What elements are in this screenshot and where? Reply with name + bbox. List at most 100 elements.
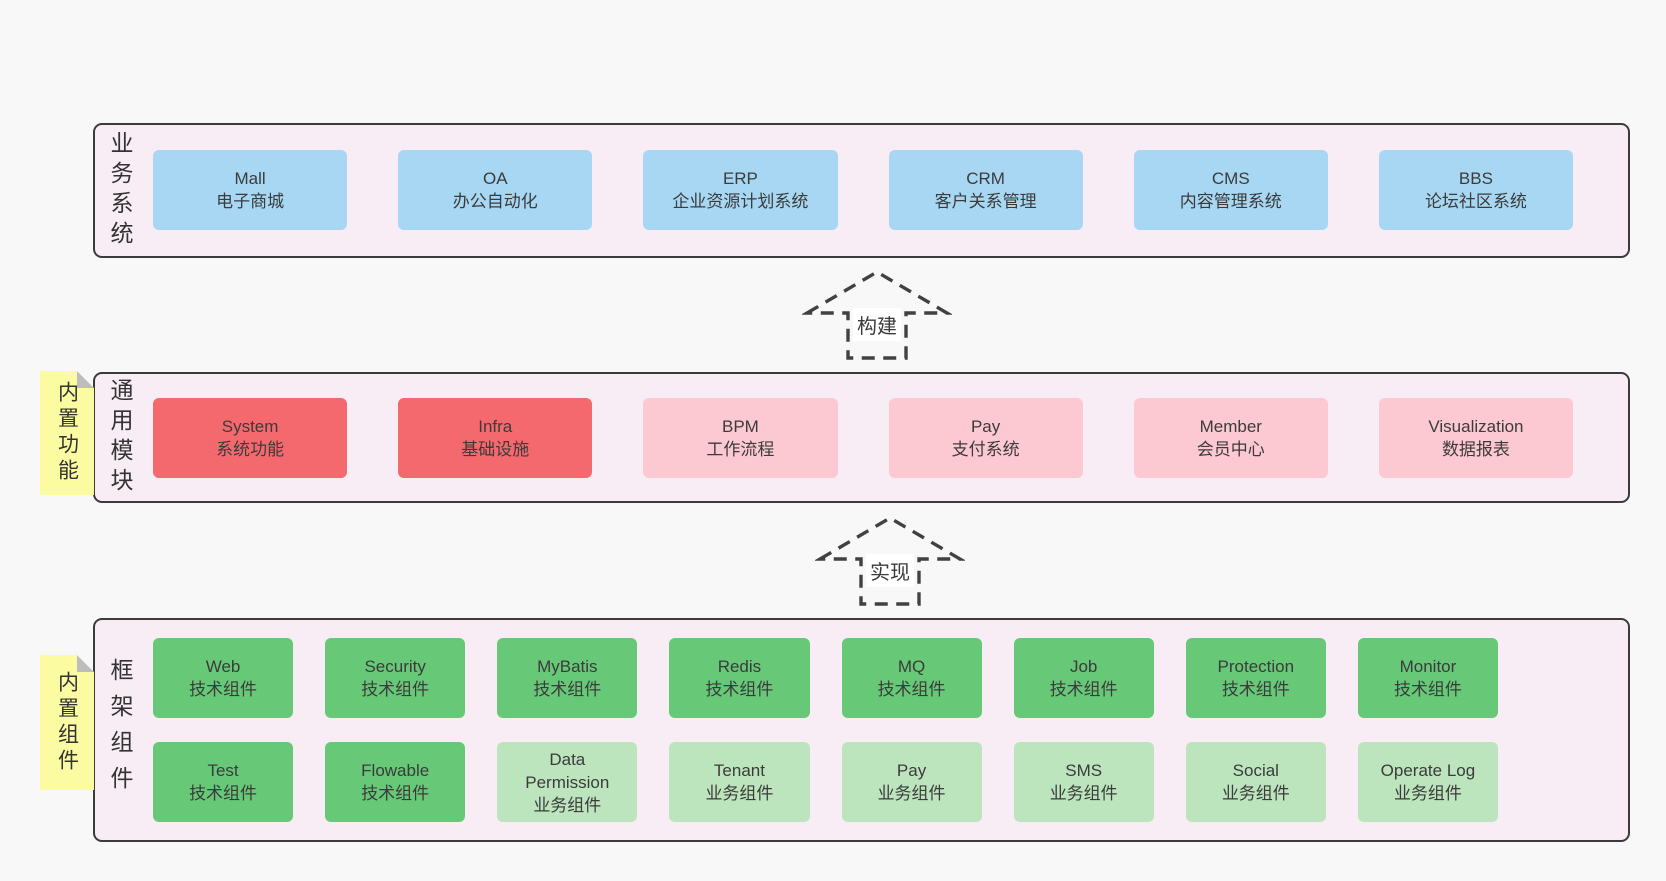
layer-common-modules-label: 通用模块	[107, 377, 133, 498]
box-name: Flowable	[361, 761, 430, 780]
box-desc: 电子商城	[216, 192, 285, 211]
box-pay: Pay 业务组件	[841, 742, 982, 822]
box-name: Security	[364, 657, 426, 676]
up-arrow-icon	[815, 516, 965, 606]
box-name: OA	[482, 169, 508, 188]
box-desc: 会员中心	[1196, 440, 1265, 459]
box-desc: 技术组件	[361, 784, 430, 803]
box-name: Visualization	[1428, 417, 1524, 436]
build-arrow: 构建	[802, 266, 952, 362]
diagram-row: Mall 电子商城 OA 办公自动化 ERP 企业资源计划系统 CRM 客户关系…	[153, 150, 1574, 230]
box-operate-log: Operate Log 业务组件	[1357, 742, 1498, 822]
box-desc: 业务组件	[1049, 784, 1118, 803]
up-arrow-icon	[802, 270, 952, 360]
box-mybatis: MyBatis 技术组件	[497, 638, 638, 718]
box-web: Web 技术组件	[153, 638, 294, 718]
box-name: Operate Log	[1380, 761, 1476, 780]
box-desc: 业务组件	[1221, 784, 1290, 803]
box-desc: 业务组件	[877, 784, 946, 803]
box-desc: 技术组件	[1049, 680, 1118, 699]
layer-business-systems-rows: Mall 电子商城 OA 办公自动化 ERP 企业资源计划系统 CRM 客户关系…	[153, 150, 1574, 230]
box-tenant: Tenant 业务组件	[669, 742, 810, 822]
box-erp: ERP 企业资源计划系统	[643, 150, 838, 230]
box-desc: 技术组件	[361, 680, 430, 699]
build-arrow-label: 构建	[853, 308, 901, 341]
box-name: MQ	[897, 657, 926, 676]
box-desc: 技术组件	[1393, 680, 1462, 699]
note-folded-corner-icon	[77, 371, 94, 388]
diagram-row: Test 技术组件 Flowable 技术组件 Data Permission …	[153, 742, 1498, 822]
box-test: Test 技术组件	[153, 742, 294, 822]
layer-framework-components-label: 框架组件	[107, 658, 133, 802]
box-desc: 技术组件	[189, 784, 258, 803]
box-visualization: Visualization 数据报表	[1378, 398, 1574, 478]
box-name: BPM	[722, 417, 759, 436]
box-social: Social 业务组件	[1185, 742, 1326, 822]
box-name: Protection	[1217, 657, 1295, 676]
box-bpm: BPM 工作流程	[643, 398, 838, 478]
layer-business-systems: 业务系统 Mall 电子商城 OA 办公自动化 ERP 企业资源计划系统 CRM…	[93, 123, 1630, 258]
box-infra: Infra 基础设施	[398, 398, 593, 478]
box-name: BBS	[1458, 169, 1493, 188]
box-desc: 业务组件	[705, 784, 774, 803]
box-name: System	[221, 417, 279, 436]
box-name: Monitor	[1399, 657, 1457, 676]
box-bbs: BBS 论坛社区系统	[1378, 150, 1574, 230]
box-mall: Mall 电子商城	[153, 150, 348, 230]
box-name: Pay	[970, 417, 1001, 436]
box-desc: 论坛社区系统	[1424, 192, 1527, 211]
box-member: Member 会员中心	[1133, 398, 1328, 478]
box-redis: Redis 技术组件	[669, 638, 810, 718]
box-name: SMS	[1065, 761, 1103, 780]
diagram-row: Web 技术组件 Security 技术组件 MyBatis 技术组件 Redi…	[153, 638, 1498, 718]
box-desc: 技术组件	[533, 680, 602, 699]
box-name: Redis	[717, 657, 762, 676]
box-name: Infra	[478, 417, 513, 436]
box-desc: 技术组件	[189, 680, 258, 699]
layer-business-systems-label: 业务系统	[107, 130, 133, 251]
layer-common-modules-rows: System 系统功能 Infra 基础设施 BPM 工作流程 Pay 支付系统…	[153, 398, 1574, 478]
note-folded-corner-icon	[77, 655, 94, 672]
box-sms: SMS 业务组件	[1013, 742, 1154, 822]
box-name: Mall	[234, 169, 266, 188]
box-system: System 系统功能	[153, 398, 348, 478]
box-protection: Protection 技术组件	[1185, 638, 1326, 718]
layer-framework-components: 框架组件 Web 技术组件 Security 技术组件 MyBatis 技术组件…	[93, 618, 1630, 842]
box-desc: 企业资源计划系统	[672, 192, 809, 211]
layer-common-modules: 通用模块 System 系统功能 Infra 基础设施 BPM 工作流程 Pay…	[93, 372, 1630, 503]
box-desc: 基础设施	[461, 440, 530, 459]
box-desc: 办公自动化	[452, 192, 538, 211]
note-built-in-functions-label: 内置功能	[55, 381, 79, 485]
diagram-row: System 系统功能 Infra 基础设施 BPM 工作流程 Pay 支付系统…	[153, 398, 1574, 478]
box-job: Job 技术组件	[1013, 638, 1154, 718]
implement-arrow: 实现	[815, 512, 965, 608]
note-built-in-components: 内置组件	[40, 655, 94, 790]
box-flowable: Flowable 技术组件	[325, 742, 466, 822]
box-name: Pay	[896, 761, 927, 780]
box-name: Test	[207, 761, 239, 780]
box-name: Tenant	[713, 761, 765, 780]
box-desc: 技术组件	[705, 680, 774, 699]
box-desc: 业务组件	[533, 795, 602, 815]
box-oa: OA 办公自动化	[398, 150, 593, 230]
box-desc: 技术组件	[1221, 680, 1290, 699]
note-built-in-functions: 内置功能	[40, 371, 94, 495]
box-crm: CRM 客户关系管理	[888, 150, 1083, 230]
box-desc: 业务组件	[1393, 784, 1462, 803]
box-desc: 系统功能	[216, 440, 285, 459]
box-desc: 内容管理系统	[1179, 192, 1282, 211]
box-desc: 数据报表	[1441, 440, 1510, 459]
box-desc: 工作流程	[706, 440, 775, 459]
box-name: Data Permission	[525, 749, 610, 792]
box-name: MyBatis	[537, 657, 598, 676]
implement-arrow-label: 实现	[866, 554, 914, 587]
box-name: ERP	[722, 169, 758, 188]
box-cms: CMS 内容管理系统	[1133, 150, 1328, 230]
box-name: Social	[1232, 761, 1279, 780]
box-name: CRM	[966, 169, 1005, 188]
box-mq: MQ 技术组件	[841, 638, 982, 718]
box-name: CMS	[1211, 169, 1250, 188]
box-data-permission: Data Permission 业务组件	[497, 742, 638, 822]
box-pay: Pay 支付系统	[888, 398, 1083, 478]
